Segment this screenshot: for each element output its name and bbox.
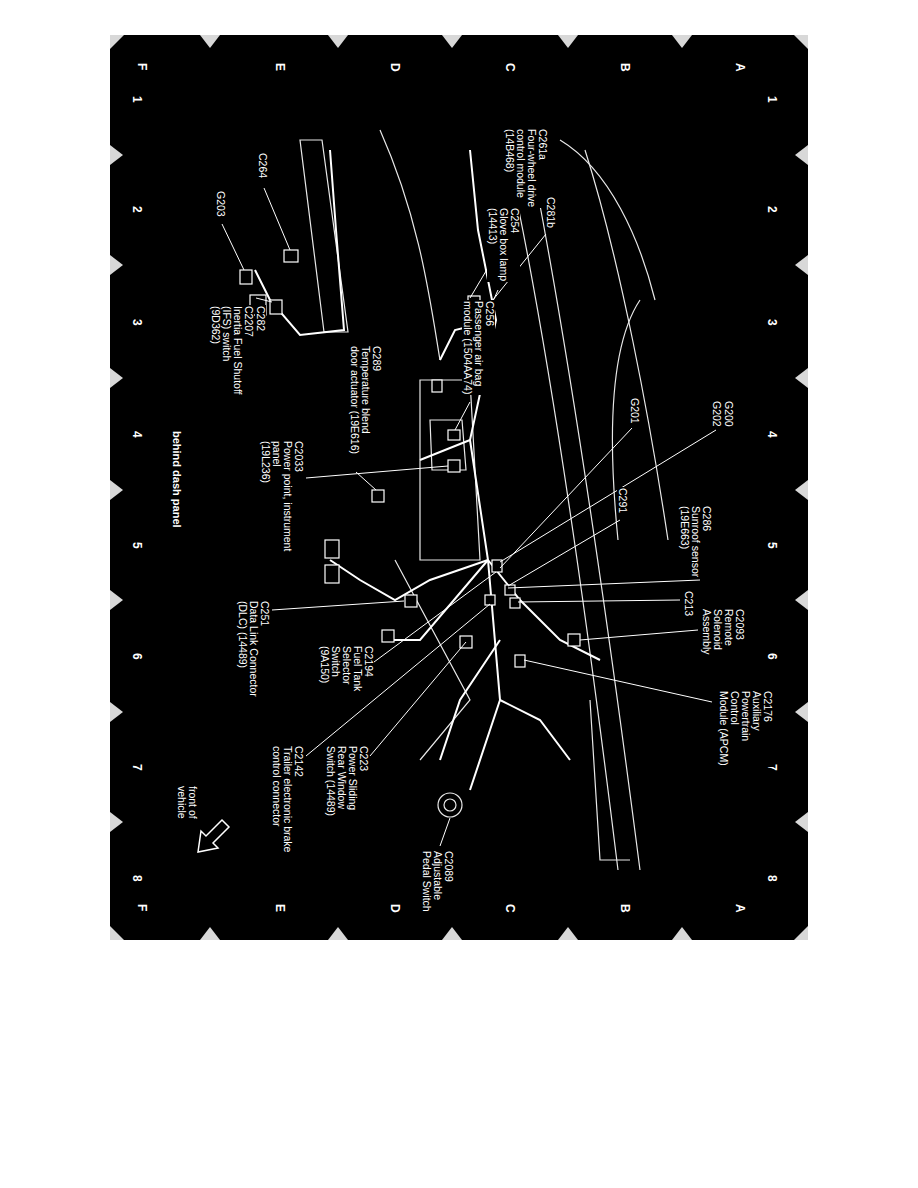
callout-label: C286 Sunroof sensor (19E663): [679, 505, 712, 578]
grid-reference: B: [619, 62, 631, 73]
grid-reference: 2: [131, 205, 143, 214]
dash-drawing: [300, 128, 668, 870]
grid-reference: 2: [766, 205, 778, 214]
grid-reference: D: [389, 903, 401, 914]
grid-reference: 3: [131, 318, 143, 327]
direction-arrow: [198, 820, 229, 852]
callout-label: C2207 Inertia Fuel Shutoff (IFS) switch …: [210, 305, 254, 396]
direction-note: front of vehicle: [176, 785, 198, 820]
grid-reference: 5: [131, 541, 143, 550]
callout-label: C2033 Power point, instrument panel (19L…: [260, 440, 304, 552]
callout-label: G200: [723, 400, 734, 428]
callout-label: C2142 Trailer electronic brake control c…: [271, 745, 304, 853]
grid-reference: 4: [131, 430, 143, 439]
grid-reference: F: [136, 62, 148, 71]
callout-label: C261a Four-wheel drive control module (1…: [504, 128, 548, 208]
grid-reference: 8: [766, 874, 778, 883]
grid-ticks: [110, 35, 808, 940]
callout-label: G203: [215, 190, 226, 218]
callout-label: C223 Power Sliding Rear Window Switch (1…: [325, 745, 369, 817]
grid-reference: C: [504, 62, 516, 73]
callout-label: C213: [683, 590, 694, 617]
grid-reference: 5: [766, 541, 778, 550]
grid-reference: A: [734, 62, 746, 73]
callout-label: G201: [629, 397, 640, 425]
callout-label: C264: [257, 152, 268, 179]
frame: [110, 35, 808, 940]
grid-reference: 8: [131, 874, 143, 883]
callout-label: C281b: [545, 196, 556, 229]
grid-reference: A: [734, 903, 746, 914]
grid-reference: 1: [131, 95, 143, 104]
connector-symbols: [240, 250, 580, 667]
grid-reference: 6: [766, 652, 778, 661]
wire-harness: [255, 150, 600, 790]
grid-reference: D: [389, 62, 401, 73]
grid-reference: 7: [131, 763, 143, 772]
grid-reference: 3: [766, 318, 778, 327]
callout-label: C251 Data Link Connector (DLC) (14489): [237, 600, 270, 698]
callout-label: C291: [617, 487, 628, 514]
grid-reference: F: [136, 903, 148, 912]
region-caption: behind dash panel: [171, 430, 182, 529]
callout-label: C2089 Adjustable Pedal Switch: [421, 850, 454, 913]
grid-reference: E: [274, 903, 286, 913]
grid-reference: 4: [766, 430, 778, 439]
callout-label: C2176 Auxiliary Powertrain Control Modul…: [718, 690, 773, 767]
callout-label: C282: [255, 305, 266, 332]
callout-label: C289 Temperature blend door actuator (19…: [349, 345, 382, 455]
grid-reference: B: [619, 903, 631, 914]
callout-label: C2093 Remote Solenoid Assembly: [701, 608, 745, 656]
callout-label: G202: [711, 400, 722, 428]
grid-reference: E: [274, 62, 286, 72]
callout-label: C254 Glove box lamp (14413): [487, 207, 520, 282]
grid-reference: 1: [766, 95, 778, 104]
callout-label: C2194 Fuel Tank Selector Switch (9A150): [319, 645, 374, 692]
callout-label: C256 Passenger air bag module (1504AA74): [462, 300, 495, 395]
grid-reference: C: [504, 903, 516, 914]
grid-reference: 6: [131, 652, 143, 661]
